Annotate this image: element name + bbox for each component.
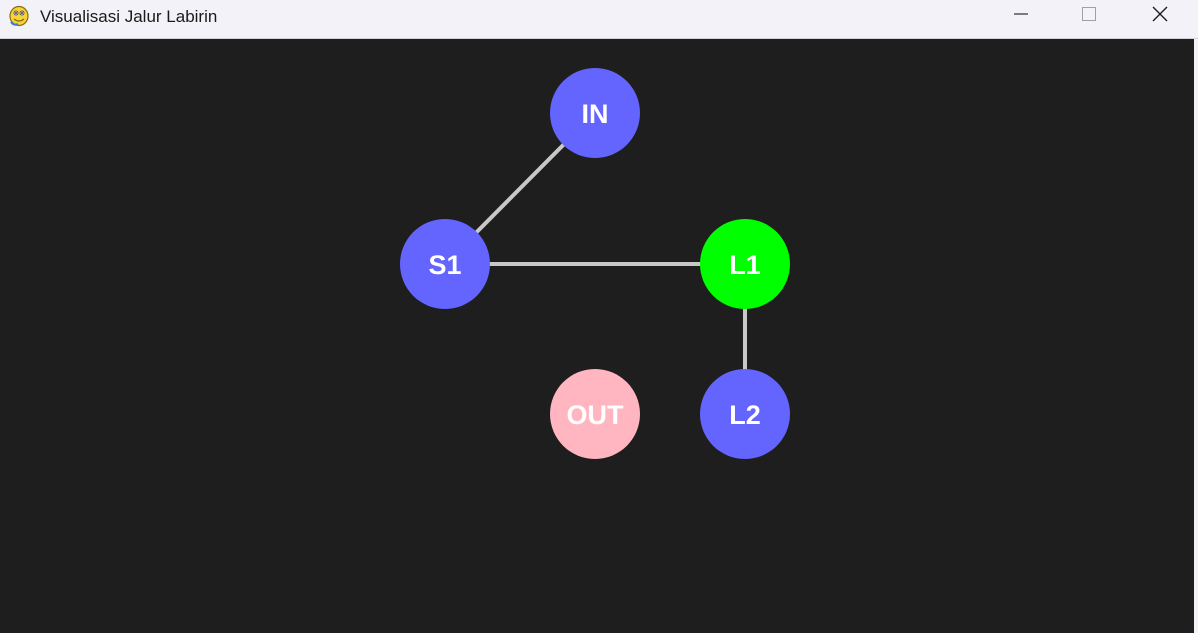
node-circle [700, 369, 790, 459]
node-label: L2 [729, 400, 761, 430]
node-circle [550, 369, 640, 459]
node-out: OUT [550, 369, 640, 459]
minimize-icon [1013, 6, 1029, 27]
close-icon [1151, 5, 1169, 28]
window-border [1194, 39, 1198, 633]
python-snake-icon [8, 5, 30, 27]
node-circle [550, 68, 640, 158]
node-label: S1 [428, 250, 461, 280]
node-in: IN [550, 68, 640, 158]
node-label: IN [582, 99, 609, 129]
title-bar[interactable]: Visualisasi Jalur Labirin [0, 0, 1198, 39]
node-label: L1 [729, 250, 761, 280]
node-l1: L1 [700, 219, 790, 309]
maximize-button[interactable] [1066, 0, 1112, 32]
node-l2: L2 [700, 369, 790, 459]
node-s1: S1 [400, 219, 490, 309]
window-title: Visualisasi Jalur Labirin [40, 7, 218, 26]
node-circle [400, 219, 490, 309]
maximize-icon [1081, 6, 1097, 27]
minimize-button[interactable] [998, 0, 1044, 32]
node-label: OUT [567, 400, 625, 430]
node-circle [700, 219, 790, 309]
close-button[interactable] [1137, 0, 1183, 32]
